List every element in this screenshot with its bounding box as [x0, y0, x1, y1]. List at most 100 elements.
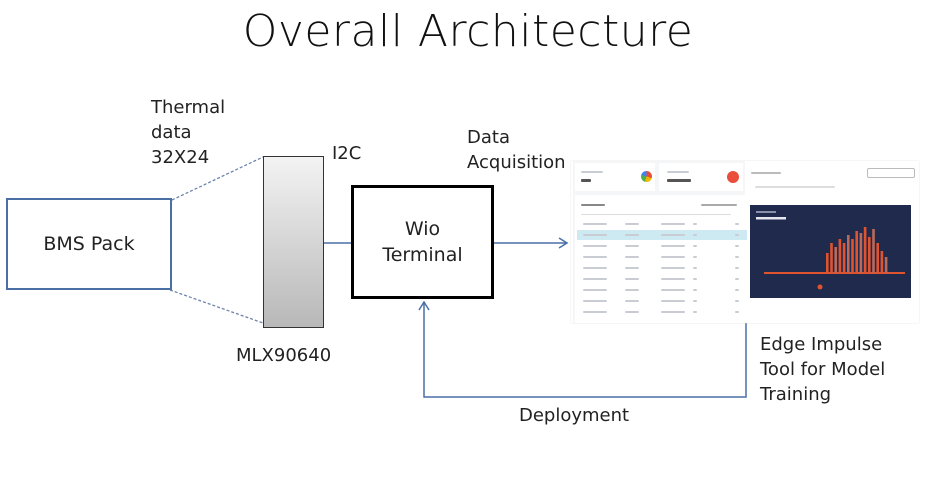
cell-text: [625, 267, 639, 269]
cell-text: [661, 300, 685, 302]
edge-impulse-screenshot: [571, 161, 919, 323]
cell-text: [693, 223, 697, 225]
cell-text: [583, 223, 607, 225]
edge-impulse-label: Edge Impulse Tool for Model Training: [760, 332, 885, 407]
table-row-selected[interactable]: [577, 230, 747, 240]
cell-text: [583, 300, 607, 302]
cell-text: [735, 245, 739, 247]
bms-pack-box: BMS Pack: [6, 198, 172, 290]
signal-bar: [826, 253, 829, 273]
data-acquisition-label: Data Acquisition: [467, 125, 566, 175]
table-row[interactable]: [577, 307, 747, 317]
stat-card: [659, 163, 743, 191]
mlx90640-sensor-box: [263, 156, 324, 328]
collected-data-table: [575, 195, 747, 323]
cell-text: [625, 245, 639, 247]
cell-text: [693, 278, 697, 280]
thermal-line-3: 32X24: [151, 147, 210, 168]
record-icon: [727, 171, 739, 183]
signal-bar: [884, 257, 888, 273]
thermal-ray-top: [171, 156, 264, 201]
stat-card: [575, 163, 655, 191]
cell-text: [625, 300, 639, 302]
table-row[interactable]: [577, 252, 747, 262]
acquisition-arrowhead: [558, 237, 569, 249]
cell-text: [661, 289, 685, 291]
data-list-pane: [573, 161, 747, 323]
signal-bar: [842, 243, 846, 273]
cell-text: [693, 245, 697, 247]
cell-text: [583, 289, 607, 291]
cell-text: [625, 311, 639, 313]
cell-text: [625, 223, 639, 225]
cell-text: [693, 311, 697, 313]
cell-text: [735, 300, 739, 302]
thermal-ray-bottom: [169, 289, 264, 324]
raw-data-chart-panel: [750, 205, 911, 298]
bms-pack-label: BMS Pack: [43, 233, 135, 255]
cell-text: [583, 311, 607, 313]
cell-text: [693, 289, 697, 291]
cell-text: [661, 256, 685, 258]
sensor-label: MLX90640: [236, 345, 332, 366]
cell-text: [735, 267, 739, 269]
signal-bar: [876, 243, 879, 273]
cell-text: [661, 267, 685, 269]
signal-chart: [756, 211, 905, 290]
signal-bar: [872, 229, 875, 273]
cell-text: [661, 311, 685, 313]
thermal-data-label: Thermal data 32X24: [151, 95, 225, 170]
signal-bar: [847, 235, 850, 273]
cell-text: [661, 245, 685, 247]
i2c-label: I2C: [332, 143, 362, 164]
table-row[interactable]: [577, 219, 747, 229]
signal-bar: [834, 247, 837, 273]
data-acq-line-2: Acquisition: [467, 152, 566, 173]
cell-text: [625, 278, 639, 280]
edge-line-3: Training: [760, 384, 832, 405]
signal-bar: [880, 251, 884, 273]
cell-text: [583, 278, 607, 280]
cell-text: [735, 311, 739, 313]
cell-text: [693, 267, 697, 269]
cell-text: [583, 256, 607, 258]
cell-text: [583, 245, 607, 247]
diagram-title: Overall Architecture: [242, 6, 694, 57]
cell-text: [661, 234, 685, 236]
signal-bar: [838, 239, 842, 273]
signal-bar: [851, 239, 854, 273]
signal-bar: [859, 233, 863, 273]
deployment-arrowhead: [418, 300, 430, 311]
edge-line-1: Edge Impulse: [760, 334, 883, 355]
cell-text: [625, 234, 639, 236]
donut-chart-icon: [641, 171, 652, 182]
table-row[interactable]: [577, 296, 747, 306]
deployment-label: Deployment: [519, 405, 630, 426]
signal-bar: [863, 227, 867, 273]
signal-bar: [830, 243, 833, 273]
cell-text: [735, 256, 739, 258]
cell-text: [661, 223, 685, 225]
deployment-line: [423, 302, 747, 398]
table-row[interactable]: [577, 263, 747, 273]
cell-text: [735, 234, 739, 236]
table-row[interactable]: [577, 241, 747, 251]
cell-text: [625, 256, 639, 258]
table-row[interactable]: [577, 274, 747, 284]
cell-text: [693, 300, 697, 302]
thermal-line-2: data: [151, 122, 192, 143]
signal-bar: [855, 231, 858, 273]
data-acq-line-1: Data: [467, 127, 510, 148]
wio-line-1: Wio: [404, 218, 441, 240]
cell-text: [693, 256, 697, 258]
thermal-line-1: Thermal: [151, 97, 226, 118]
edge-line-2: Tool for Model: [760, 359, 886, 380]
cell-text: [661, 278, 685, 280]
table-row[interactable]: [577, 285, 747, 295]
cell-text: [583, 234, 607, 236]
wio-line-2: Terminal: [382, 244, 463, 266]
upload-button[interactable]: [867, 168, 915, 178]
cell-text: [625, 289, 639, 291]
